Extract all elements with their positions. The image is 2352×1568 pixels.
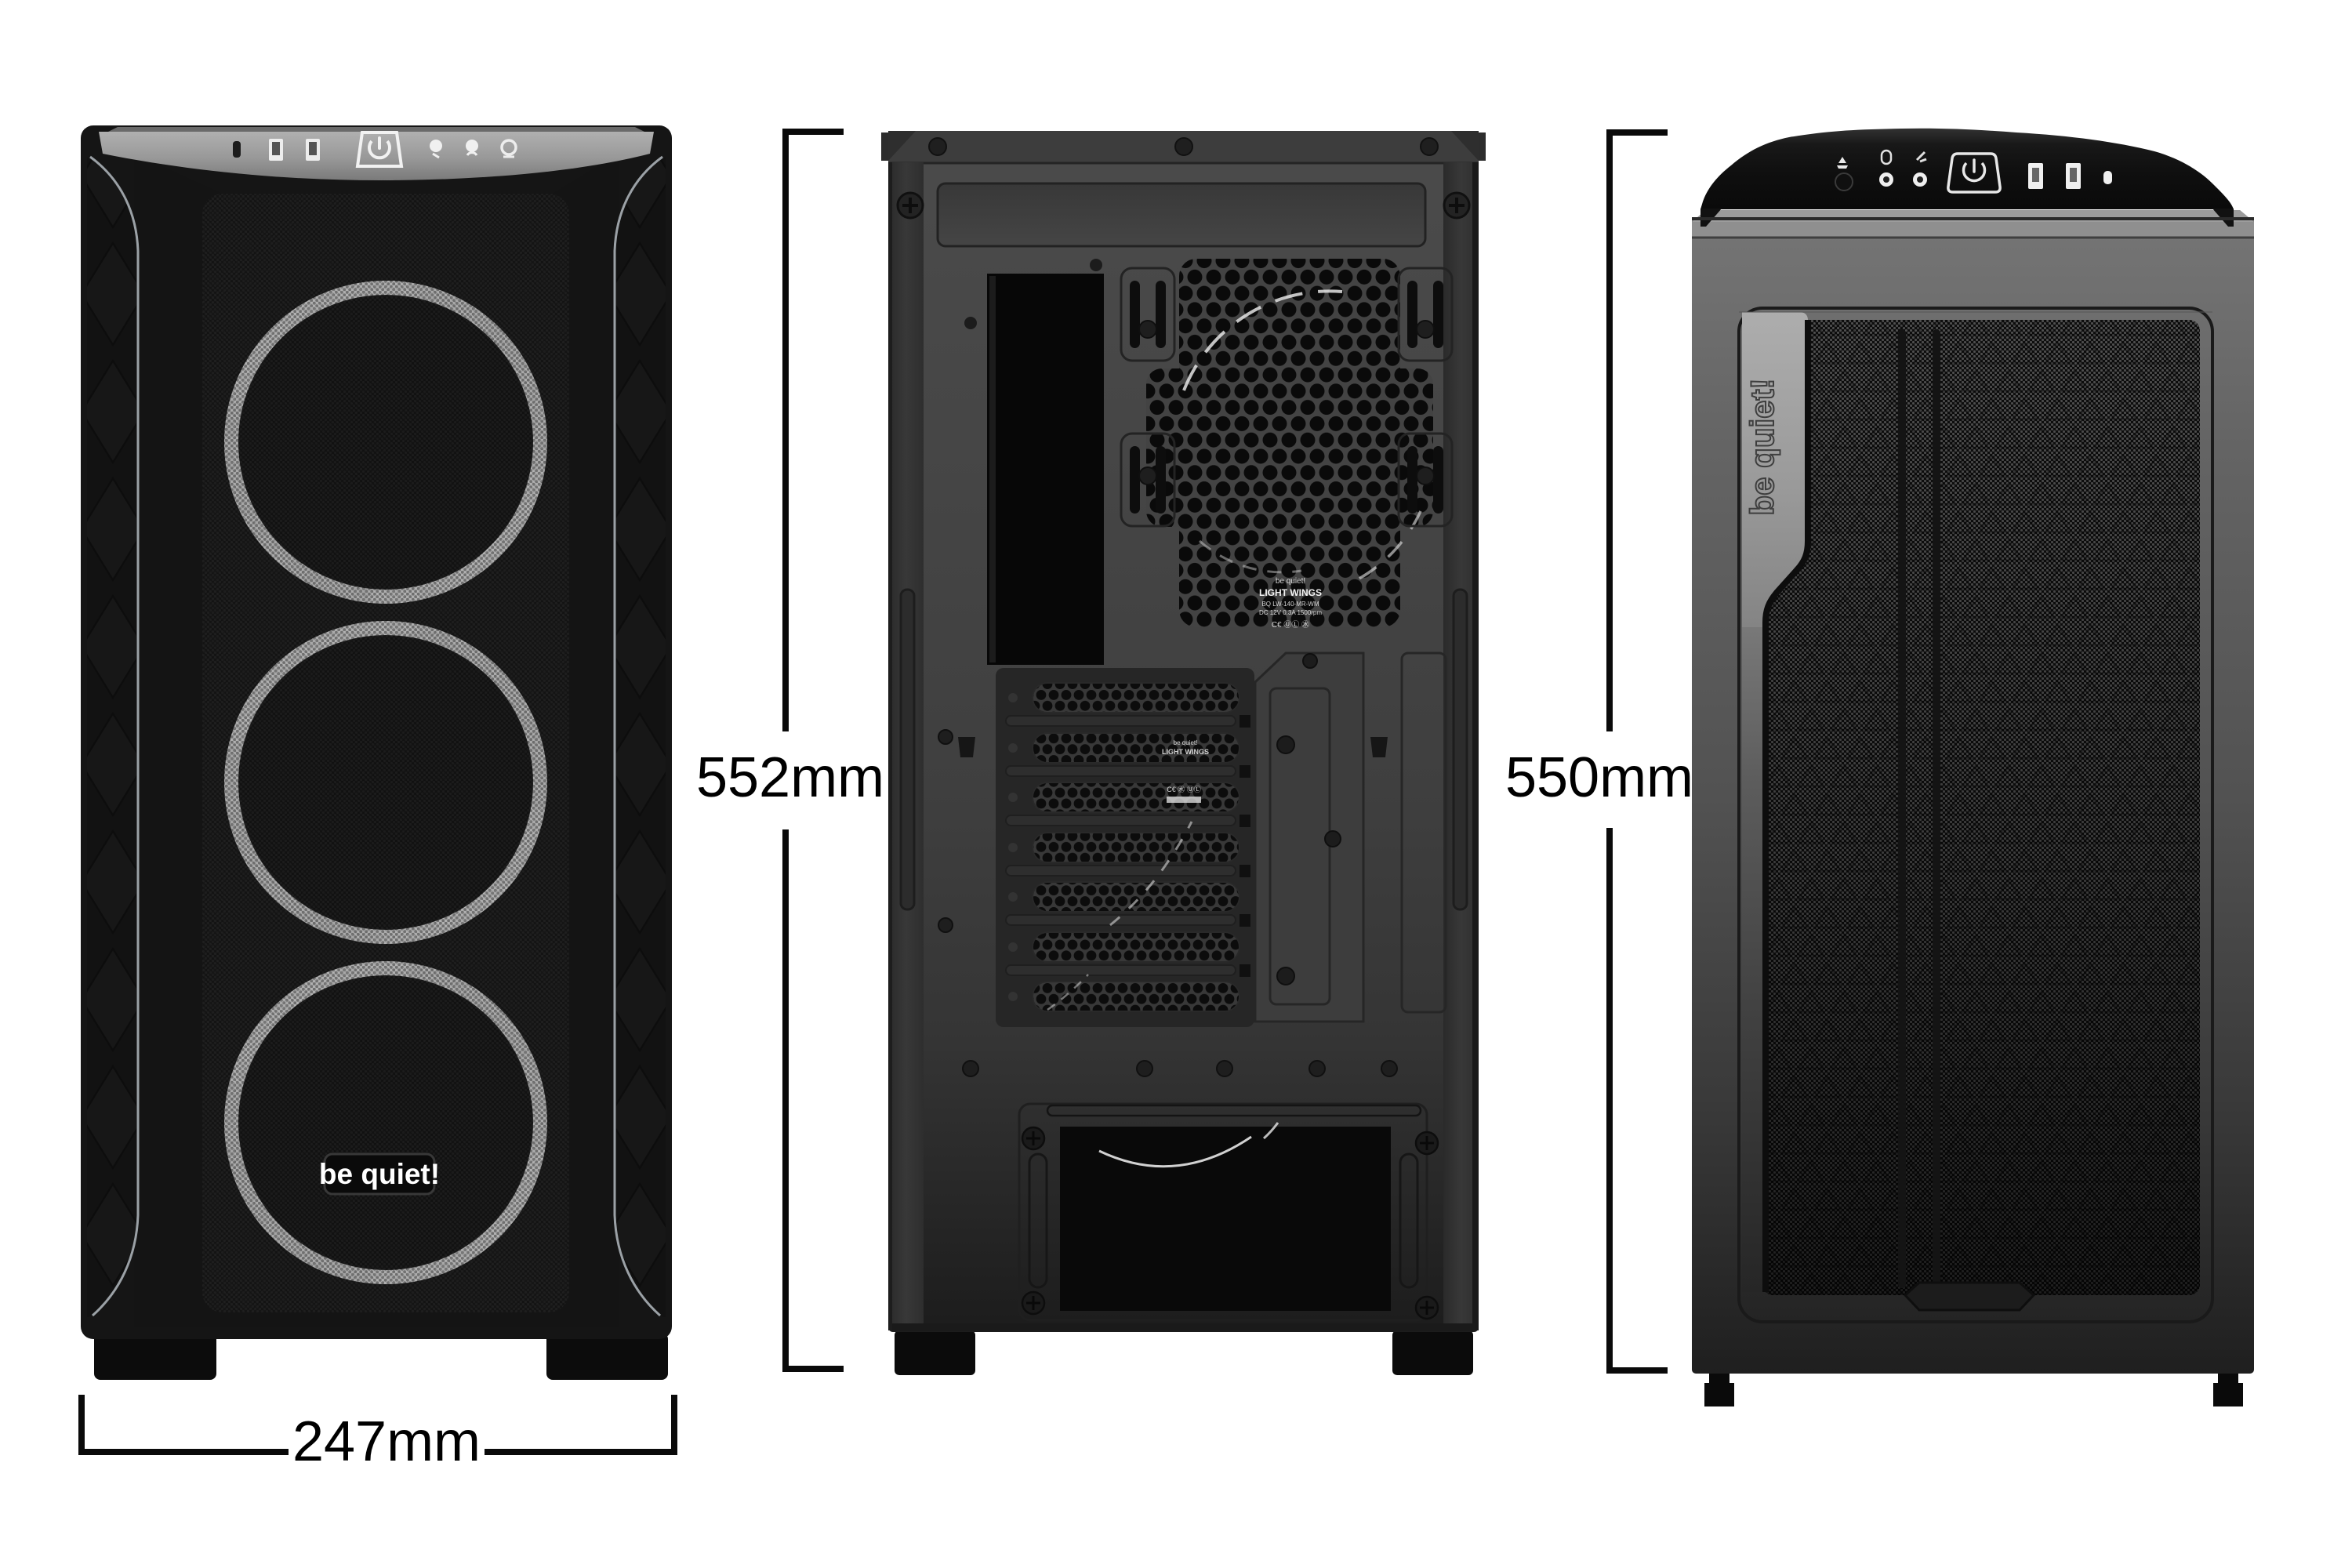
- svg-text:C€ ㊌ ⓊⓁ: C€ ㊌ ⓊⓁ: [1167, 786, 1201, 793]
- svg-text:550mm: 550mm: [1505, 746, 1693, 809]
- svg-text:be quiet!: be quiet!: [1744, 379, 1780, 516]
- svg-text:LIGHT WINGS: LIGHT WINGS: [1259, 587, 1322, 598]
- svg-text:be quiet!: be quiet!: [319, 1158, 440, 1190]
- svg-text:DC 12V 0.3A 1500rpm: DC 12V 0.3A 1500rpm: [1259, 609, 1322, 616]
- svg-text:BQ LW-140-MR-WM: BQ LW-140-MR-WM: [1261, 601, 1319, 608]
- svg-text:247mm: 247mm: [292, 1410, 481, 1473]
- svg-text:be quiet!: be quiet!: [1174, 739, 1198, 746]
- svg-text:LIGHT WINGS: LIGHT WINGS: [1162, 748, 1209, 756]
- svg-text:be quiet!: be quiet!: [1276, 577, 1305, 586]
- svg-text:C€ ⓊⓁ ㊌: C€ ⓊⓁ ㊌: [1272, 620, 1309, 630]
- svg-text:552mm: 552mm: [696, 746, 884, 809]
